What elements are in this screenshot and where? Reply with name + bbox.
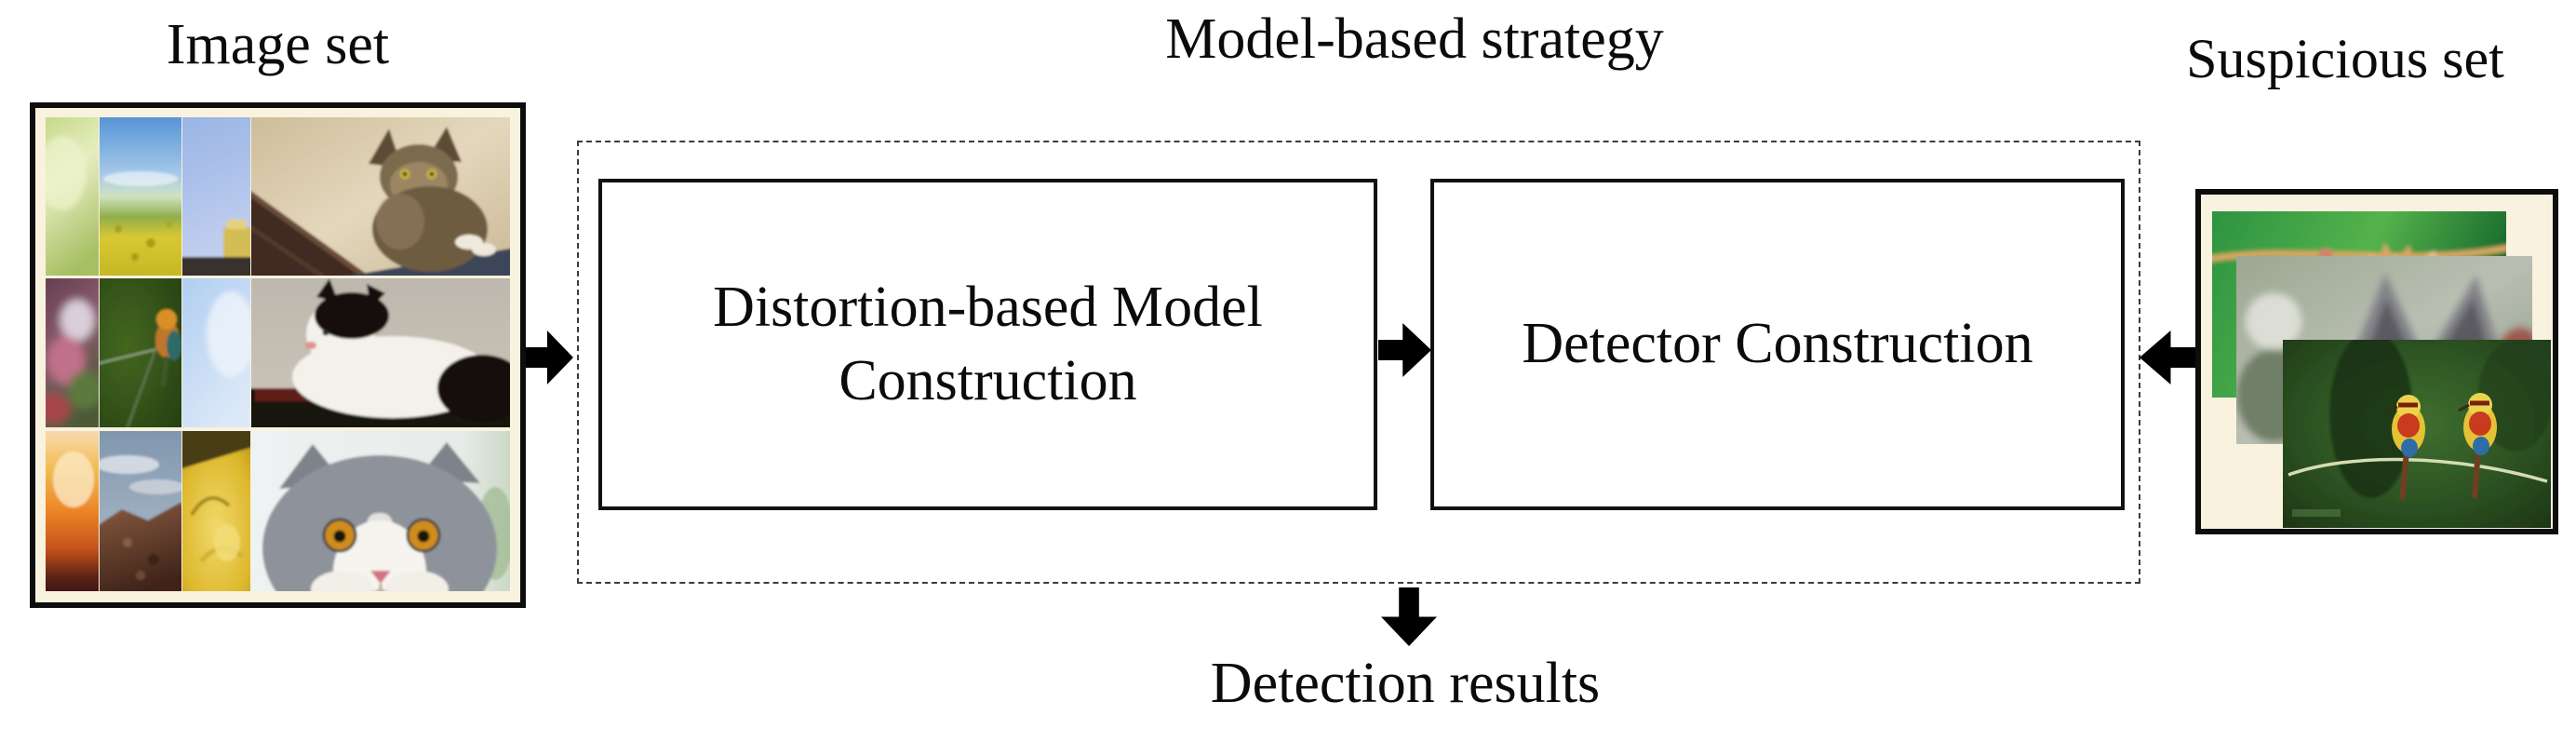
tile-orange-sunset <box>46 431 99 591</box>
photo-two-birds <box>2283 340 2551 528</box>
tile-yellow-flowers <box>182 431 250 591</box>
detector-construction-box: Detector Construction <box>1430 179 2125 510</box>
model-based-strategy-dashed-box <box>577 141 2140 584</box>
suspicious-set-label: Suspicious set <box>2186 28 2504 89</box>
detector-box-label: Detector Construction <box>1522 312 2033 376</box>
bird-left <box>2386 395 2425 501</box>
tile-blurred-pink-flowers <box>46 278 99 427</box>
tile-black-white-cat <box>251 278 510 427</box>
image-set-arrow-icon <box>525 331 573 384</box>
bird-right <box>2458 393 2497 499</box>
watermark-smudge <box>2292 509 2341 517</box>
tile-soft-blue-sky <box>182 278 250 427</box>
image-set-collage-frame <box>30 102 526 608</box>
image-set-label: Image set <box>166 13 390 76</box>
tile-mountain <box>100 431 181 591</box>
image-set-collage <box>46 117 510 591</box>
distortion-box-label: Distortion-based Model Construction <box>713 275 1263 412</box>
model-based-strategy-label: Model-based strategy <box>1165 7 1664 71</box>
suspicious-set-arrow-icon <box>2140 331 2197 384</box>
tile-maine-coon-cat <box>251 117 510 276</box>
tile-pale-sky-building <box>182 117 250 276</box>
detection-results-arrow-icon <box>1381 587 1437 646</box>
tile-gray-white-cat-face <box>251 431 510 591</box>
suspicious-set-frame <box>2195 189 2558 534</box>
suspicious-set-stack <box>2212 211 2551 528</box>
detection-results-label: Detection results <box>1210 652 1601 715</box>
tile-bee-eater-bird <box>100 278 181 427</box>
tile-flower-field <box>100 117 181 276</box>
tile-blurred-grass <box>46 117 99 276</box>
distortion-based-model-construction-box: Distortion-based Model Construction <box>598 179 1377 510</box>
